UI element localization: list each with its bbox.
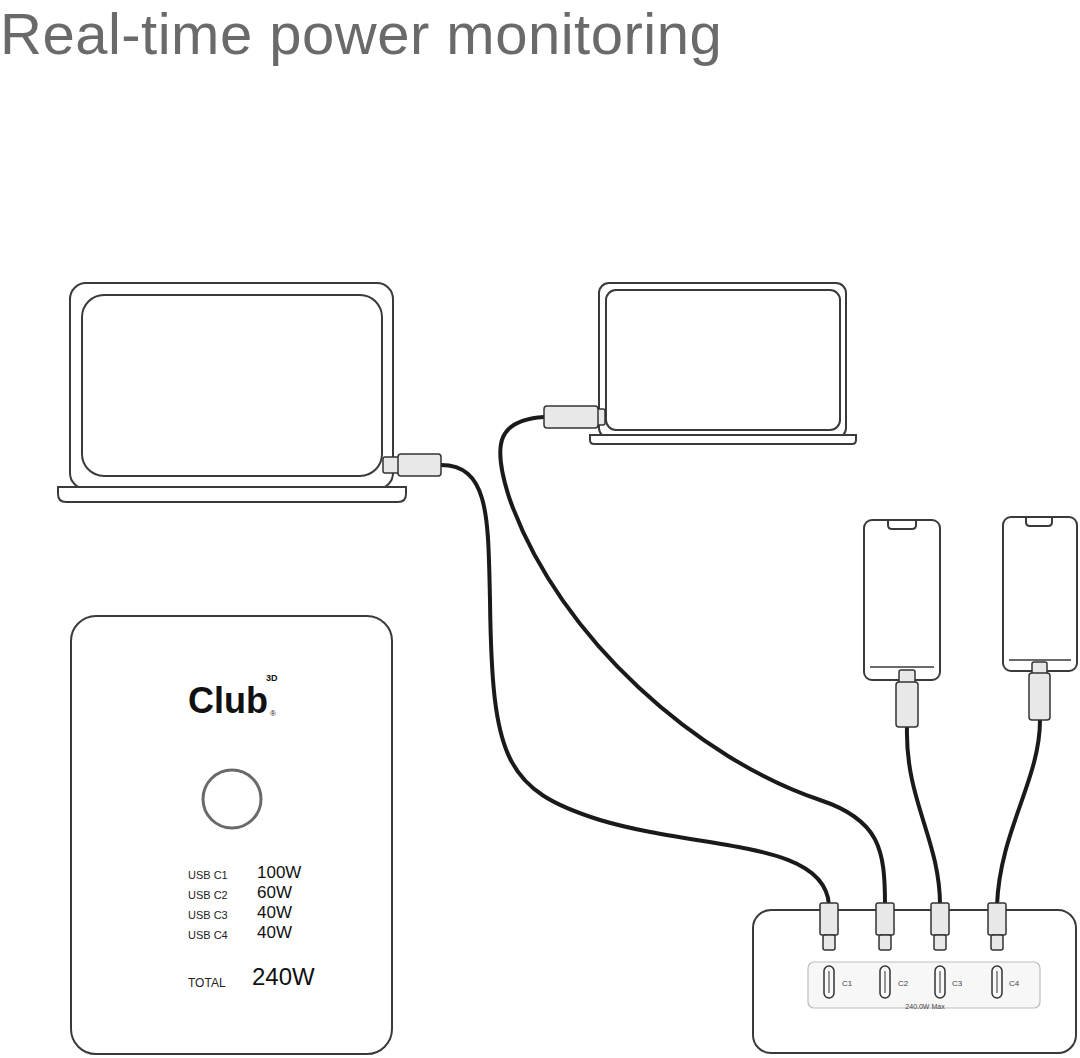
cable (907, 727, 940, 905)
port-power: 40W (257, 904, 292, 921)
cable (997, 720, 1040, 905)
laptop-base (58, 487, 406, 502)
hub-housing (753, 910, 1076, 1053)
plug-neck (934, 935, 946, 950)
cable (500, 417, 885, 905)
phone-notch (888, 521, 916, 529)
usb-c-port (935, 966, 945, 998)
phone-bar (870, 666, 934, 668)
plug-neck (1032, 662, 1047, 674)
port-name: USB C3 (188, 910, 228, 921)
phone-body (864, 520, 940, 680)
usb-c-plug (544, 406, 598, 428)
port-label: C2 (898, 980, 908, 988)
usb-c-plug (896, 682, 918, 727)
total-label: TOTAL (188, 977, 226, 989)
total-power: 240W (252, 965, 315, 989)
usb-c-port (824, 966, 834, 998)
usb-c-plug (988, 903, 1006, 935)
port-name: USB C4 (188, 930, 228, 941)
port-tongue (885, 971, 886, 993)
usb-c-plug (876, 903, 894, 935)
logo-text: Club (188, 683, 268, 719)
laptop-lid (599, 283, 846, 438)
phone-bar (1009, 659, 1071, 661)
port-panel (808, 962, 1040, 1008)
port-power: 60W (257, 884, 292, 901)
plug-neck (823, 935, 835, 950)
display-panel: Club3D ® USB C1 100W USB C2 60W USB C3 40W USB C… (70, 615, 393, 1055)
registered-mark: ® (270, 710, 276, 718)
logo-superscript: 3D (266, 674, 278, 683)
port-label: C4 (1009, 980, 1019, 988)
usb-c-plug (398, 454, 441, 476)
phone-body (1003, 517, 1077, 671)
port-power: 40W (257, 924, 292, 941)
usb-c-plug (1029, 673, 1050, 720)
max-power-label: 240.0W Max (905, 1003, 944, 1010)
laptop-base (590, 435, 856, 444)
port-power: 100W (257, 864, 301, 881)
usb-c-port (992, 966, 1002, 998)
port-tongue (997, 971, 998, 993)
port-tongue (829, 971, 830, 993)
phone-notch (1026, 518, 1052, 526)
charger-hub: C1 C2 C3 C4 240.0W Max (752, 910, 1077, 1055)
page-title: Real-time power monitoring (0, 2, 722, 66)
port-label: C3 (952, 980, 962, 988)
laptop-screen (82, 295, 382, 476)
button-ring (203, 770, 261, 828)
port-name: USB C2 (188, 890, 228, 901)
usb-c-plug (931, 903, 949, 935)
plug-neck (879, 935, 891, 950)
laptop-lid (70, 283, 393, 489)
laptop-screen (606, 290, 840, 430)
plug-neck (991, 935, 1003, 950)
port-label: C1 (842, 980, 852, 988)
usb-c-plug (820, 903, 838, 935)
port-tongue (940, 971, 941, 993)
port-name: USB C1 (188, 870, 228, 881)
usb-c-port (880, 966, 890, 998)
